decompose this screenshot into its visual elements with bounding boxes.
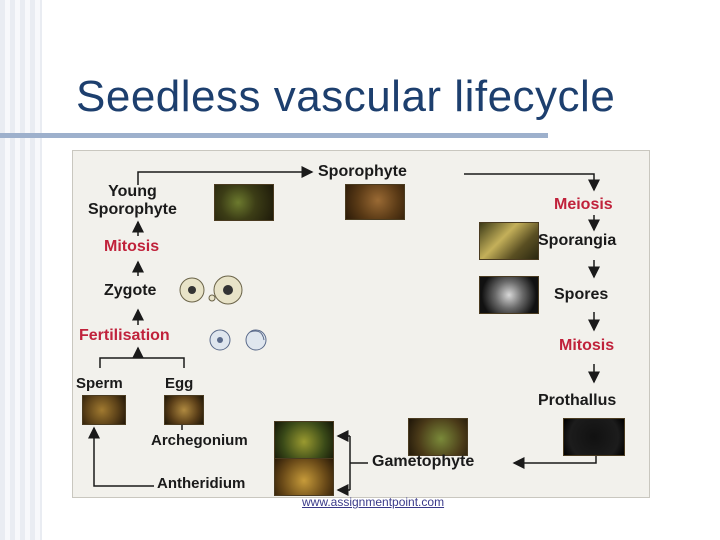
arrow-antheridium-sperm xyxy=(94,428,154,486)
label-fertilisation: Fertilisation xyxy=(79,327,170,345)
prothallus-photo xyxy=(563,418,625,456)
label-meiosis: Meiosis xyxy=(554,196,613,214)
label-archegonium: Archegonium xyxy=(151,432,248,449)
archegonium-photo xyxy=(274,421,334,459)
arrow-to-meiosis xyxy=(464,174,594,190)
young-sporophyte-photo xyxy=(214,184,274,221)
bracket-gametophyte xyxy=(350,436,368,490)
label-egg: Egg xyxy=(165,375,193,392)
label-young-sporophyte: Young Sporophyte xyxy=(88,183,177,219)
label-antheridium: Antheridium xyxy=(157,475,245,492)
decorative-stripes xyxy=(0,0,42,540)
sperm-photo xyxy=(82,395,126,425)
spores-photo xyxy=(479,276,539,314)
label-prothallus: Prothallus xyxy=(538,392,616,410)
sporangia-photo xyxy=(479,222,539,260)
title-underline xyxy=(0,133,548,138)
gametophyte-photo xyxy=(408,418,468,456)
antheridium-photo xyxy=(274,458,334,496)
sporophyte-photo xyxy=(345,184,405,220)
zygote-cells-drawing xyxy=(178,272,248,308)
label-zygote: Zygote xyxy=(104,282,156,300)
label-gametophyte: Gametophyte xyxy=(372,453,474,471)
label-mitosis-left: Mitosis xyxy=(104,238,159,256)
slide-title: Seedless vascular lifecycle xyxy=(76,72,615,122)
fertilisation-drawing xyxy=(206,324,276,358)
label-sporangia: Sporangia xyxy=(538,232,616,250)
egg-photo xyxy=(164,395,204,425)
footer-url-link[interactable]: www.assignmentpoint.com xyxy=(302,495,444,509)
connector-sperm-egg xyxy=(100,358,184,368)
label-mitosis-right: Mitosis xyxy=(559,337,614,355)
label-sporophyte: Sporophyte xyxy=(318,163,407,181)
label-spores: Spores xyxy=(554,286,608,304)
label-sperm: Sperm xyxy=(76,375,123,392)
